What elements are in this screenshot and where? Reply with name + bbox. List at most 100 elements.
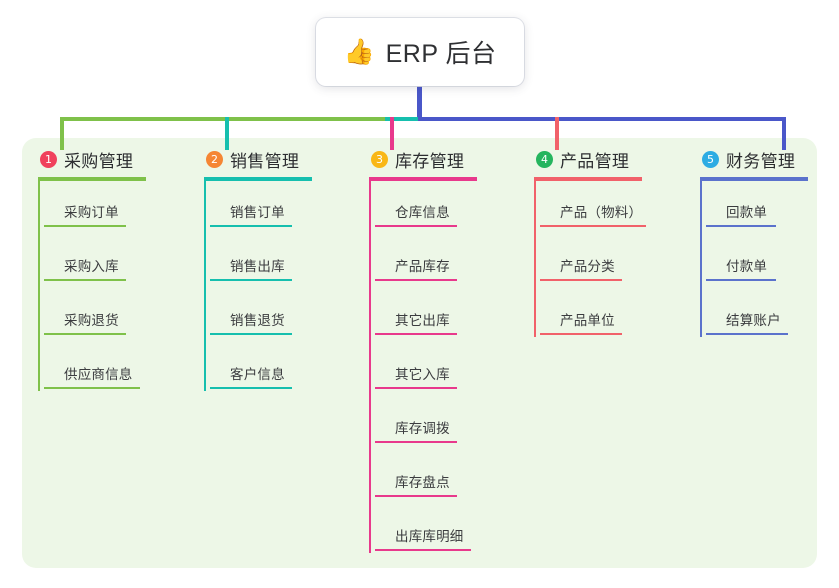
branch-underline (369, 177, 477, 181)
leaf-node[interactable]: 销售订单 (208, 181, 312, 235)
leaf-underline (375, 387, 457, 389)
leaf-node[interactable]: 其它入库 (373, 343, 477, 397)
leaf-label: 产品单位 (560, 313, 615, 328)
leaf-underline (375, 495, 457, 497)
branch-header-2[interactable]: 2 销售管理 (204, 146, 312, 172)
branch-spine (369, 181, 371, 553)
leaf-node[interactable]: 产品单位 (538, 289, 642, 343)
branch-items: 仓库信息产品库存其它出库其它入库库存调拨库存盘点出库库明细 (369, 181, 477, 559)
drop-connector-4 (555, 117, 559, 150)
leaf-label: 客户信息 (230, 367, 285, 382)
branch-column-3: 3 库存管理仓库信息产品库存其它出库其它入库库存调拨库存盘点出库库明细 (369, 146, 477, 559)
branch-spine (534, 181, 536, 337)
branch-items: 回款单付款单结算账户 (700, 181, 808, 343)
branch-header-3[interactable]: 3 库存管理 (369, 146, 477, 172)
branch-title: 库存管理 (395, 151, 465, 171)
leaf-underline (375, 549, 471, 551)
leaf-underline (706, 333, 788, 335)
thumbs-up-icon: 👍 (343, 37, 375, 66)
leaf-node[interactable]: 库存调拨 (373, 397, 477, 451)
leaf-underline (210, 333, 292, 335)
branch-spine (700, 181, 702, 337)
leaf-label: 产品分类 (560, 259, 615, 274)
leaf-underline (44, 333, 126, 335)
leaf-node[interactable]: 结算账户 (704, 289, 808, 343)
leaf-node[interactable]: 其它出库 (373, 289, 477, 343)
leaf-label: 采购退货 (64, 313, 119, 328)
branch-spine (38, 181, 40, 391)
leaf-underline (210, 225, 292, 227)
branch-underline (700, 177, 808, 181)
leaf-node[interactable]: 采购退货 (42, 289, 146, 343)
leaf-node[interactable]: 供应商信息 (42, 343, 146, 397)
leaf-label: 库存盘点 (395, 475, 450, 490)
drop-connector-3 (390, 117, 394, 150)
drop-connector-2 (225, 117, 229, 150)
branch-title: 采购管理 (64, 151, 134, 171)
trunk-connector (417, 86, 422, 119)
branch-badge-icon: 5 (702, 150, 719, 168)
branch-underline (204, 177, 312, 181)
branch-header-1[interactable]: 1 采购管理 (38, 146, 146, 172)
branch-column-2: 2 销售管理销售订单销售出库销售退货客户信息 (204, 146, 312, 397)
branch-items: 销售订单销售出库销售退货客户信息 (204, 181, 312, 397)
leaf-underline (706, 279, 776, 281)
leaf-underline (44, 279, 126, 281)
root-node[interactable]: 👍 ERP 后台 (316, 18, 524, 86)
leaf-label: 付款单 (726, 259, 768, 274)
leaf-underline (210, 279, 292, 281)
leaf-label: 供应商信息 (64, 367, 133, 382)
branch-badge-icon: 1 (40, 150, 57, 168)
leaf-node[interactable]: 客户信息 (208, 343, 312, 397)
leaf-underline (375, 279, 457, 281)
leaf-node[interactable]: 库存盘点 (373, 451, 477, 505)
leaf-label: 产品库存 (395, 259, 450, 274)
branch-title: 产品管理 (560, 151, 630, 171)
leaf-label: 采购入库 (64, 259, 119, 274)
leaf-underline (210, 387, 292, 389)
leaf-label: 库存调拨 (395, 421, 450, 436)
leaf-node[interactable]: 产品（物料） (538, 181, 646, 235)
leaf-node[interactable]: 出库库明细 (373, 505, 477, 559)
bus-segment-2 (385, 117, 418, 121)
leaf-underline (375, 441, 457, 443)
leaf-node[interactable]: 仓库信息 (373, 181, 477, 235)
leaf-underline (44, 387, 140, 389)
branch-spine (204, 181, 206, 391)
leaf-node[interactable]: 销售出库 (208, 235, 312, 289)
leaf-node[interactable]: 回款单 (704, 181, 808, 235)
leaf-underline (375, 225, 457, 227)
drop-connector-1 (60, 117, 64, 150)
branch-underline (534, 177, 642, 181)
leaf-underline (540, 333, 622, 335)
leaf-label: 结算账户 (726, 313, 781, 328)
leaf-node[interactable]: 采购订单 (42, 181, 146, 235)
leaf-label: 回款单 (726, 205, 768, 220)
leaf-underline (540, 225, 646, 227)
leaf-label: 销售出库 (230, 259, 285, 274)
leaf-node[interactable]: 产品库存 (373, 235, 477, 289)
leaf-label: 出库库明细 (395, 529, 464, 544)
leaf-node[interactable]: 销售退货 (208, 289, 312, 343)
branch-badge-icon: 3 (371, 150, 388, 168)
branch-items: 采购订单采购入库采购退货供应商信息 (38, 181, 146, 397)
leaf-node[interactable]: 付款单 (704, 235, 808, 289)
leaf-label: 销售退货 (230, 313, 285, 328)
bus-segment-3 (418, 117, 784, 121)
leaf-node[interactable]: 产品分类 (538, 235, 642, 289)
branch-title: 销售管理 (230, 151, 300, 171)
branch-column-1: 1 采购管理采购订单采购入库采购退货供应商信息 (38, 146, 146, 397)
branch-items: 产品（物料） 产品分类产品单位 (534, 181, 646, 343)
leaf-underline (375, 333, 457, 335)
leaf-label: 其它出库 (395, 313, 450, 328)
leaf-label: 产品（物料） (560, 205, 643, 220)
leaf-label: 采购订单 (64, 205, 119, 220)
root-title: ERP 后台 (385, 40, 497, 68)
branch-badge-icon: 2 (206, 150, 223, 168)
leaf-node[interactable]: 采购入库 (42, 235, 146, 289)
